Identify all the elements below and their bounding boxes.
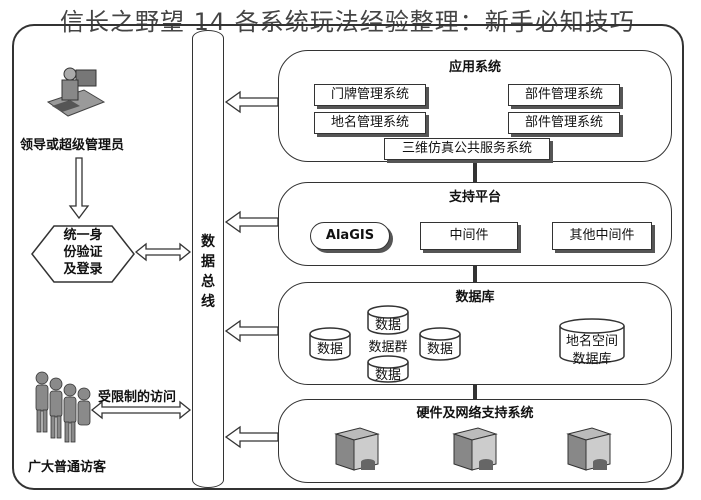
db-item-data-1: 数据 (316, 342, 343, 357)
app-item-3d-sim: 三维仿真公共服务系统 (384, 138, 550, 160)
support-layer-title: 支持平台 (448, 190, 501, 205)
arrow-auth-bus (134, 242, 192, 262)
db-item-data-3: 数据 (374, 368, 401, 383)
arrow-db-to-bus (224, 319, 279, 343)
support-item-alagis: AlaGIS (310, 222, 390, 250)
auth-line: 及登录 (63, 262, 103, 277)
auth-diamond-shape (31, 225, 135, 283)
hw-layer-title: 硬件及网络支持系统 (416, 406, 534, 421)
server-icon (566, 427, 612, 471)
visitors-label: 广大普通访客 (28, 460, 107, 475)
diagram-frame (12, 24, 684, 490)
page-title: 信长之野望 14 各系统玩法经验整理：新手必知技巧 (60, 8, 635, 36)
bus-char: 总 (201, 274, 215, 290)
auth-box: 统一身 份验证 及登录 (52, 227, 114, 278)
admin-computer-icon (46, 67, 106, 117)
app-item-doorplate: 门牌管理系统 (314, 84, 426, 106)
support-item-middleware: 中间件 (420, 222, 518, 250)
app-item-parts-2: 部件管理系统 (508, 112, 620, 134)
db-item-cluster: 数据群 (368, 340, 408, 355)
db-item-placename-1: 地名空间 (565, 334, 618, 349)
arrow-visitors-bus (90, 400, 192, 420)
arrow-app-to-bus (224, 90, 279, 114)
db-item-data-2: 数据 (374, 318, 401, 333)
app-layer-title: 应用系统 (448, 60, 501, 75)
bus-char: 线 (201, 294, 215, 310)
support-item-other-middleware: 其他中间件 (552, 222, 652, 250)
db-layer-title: 数据库 (455, 290, 495, 305)
db-cyl-1 (309, 334, 351, 361)
auth-line: 统一身 (63, 228, 103, 243)
restricted-access-label: 受限制的访问 (98, 390, 177, 405)
db-item-placename-2: 数据库 (572, 352, 612, 367)
admin-label: 领导或超级管理员 (20, 138, 125, 153)
data-bus (192, 30, 224, 488)
bus-char: 数 (201, 234, 215, 250)
db-item-data-4: 数据 (426, 342, 453, 357)
server-icon (452, 427, 498, 471)
data-bus-label: 数 据 总 线 (198, 232, 218, 312)
bus-char: 据 (201, 254, 215, 270)
server-icon (334, 427, 380, 471)
arrow-hw-to-bus (224, 425, 279, 449)
visitors-group-icon (35, 371, 91, 443)
app-item-placename: 地名管理系统 (314, 112, 426, 134)
app-item-parts-1: 部件管理系统 (508, 84, 620, 106)
arrow-admin-to-auth (68, 157, 90, 220)
auth-line: 份验证 (63, 245, 103, 260)
arrow-support-to-bus (224, 210, 279, 234)
